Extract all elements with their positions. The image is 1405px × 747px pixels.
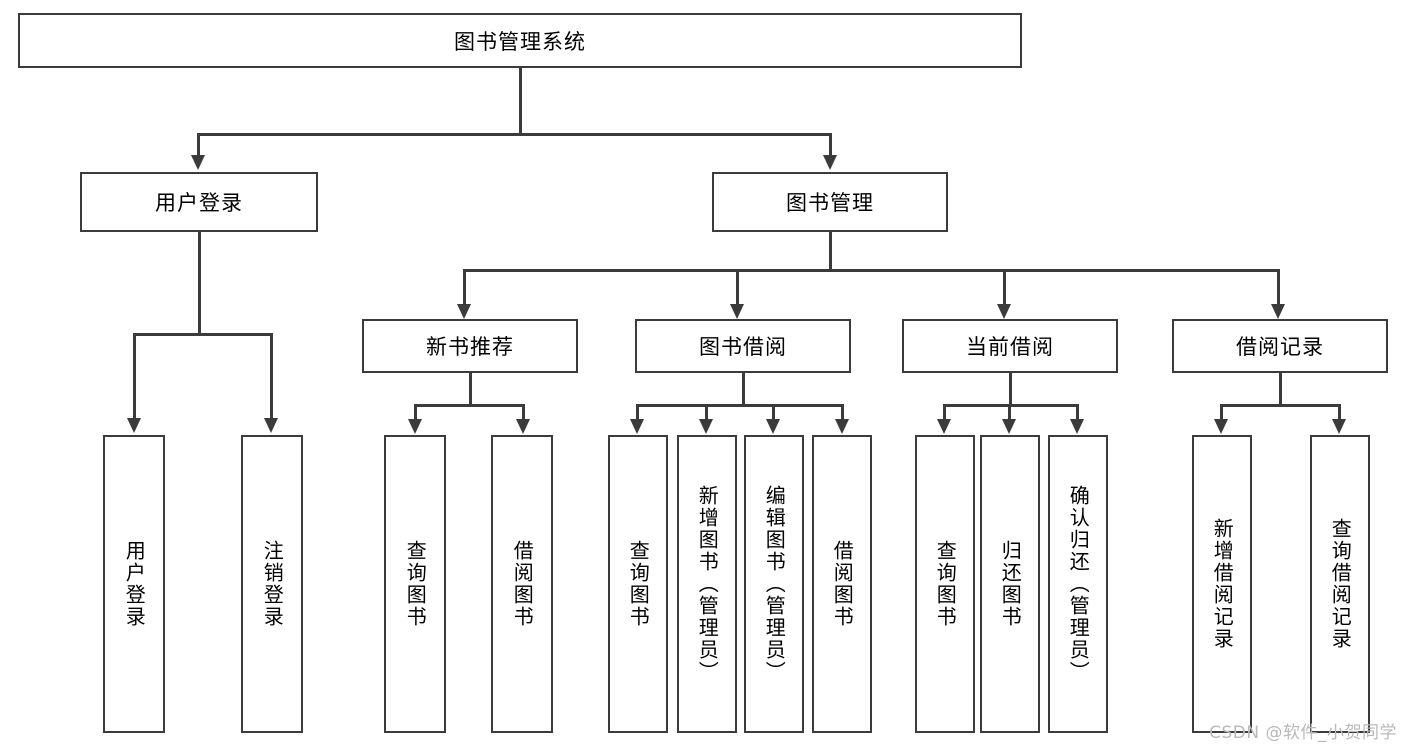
connector-root-to-bookmgmt (829, 133, 832, 157)
node-book-borrow[interactable]: 图书借阅 (635, 319, 851, 373)
node-label: 用户登录 (122, 540, 147, 628)
arrowhead-borrow-leaf3 (766, 419, 780, 434)
connector-root-bus (197, 133, 832, 136)
leaf-borrow-borrow-book[interactable]: 借阅图书 (812, 435, 872, 733)
node-new-book-recommend[interactable]: 新书推荐 (362, 319, 578, 373)
arrowhead-current-leaf2 (1002, 419, 1016, 434)
arrowhead-recommend-leaf2 (516, 419, 530, 434)
connector-userlogin-bus (133, 333, 272, 336)
node-label: 图书借阅 (699, 335, 787, 359)
leaf-current-confirm-return-admin[interactable]: 确认归还（管理员） (1048, 435, 1108, 733)
node-label: 新增借阅记录 (1210, 518, 1235, 650)
leaf-borrow-edit-book-admin[interactable]: 编辑图书（管理员） (744, 435, 804, 733)
leaf-user-login[interactable]: 用户登录 (103, 435, 165, 733)
connector-userlogin-to-leaf2 (270, 333, 273, 420)
arrowhead-root-to-userlogin (191, 155, 205, 170)
arrowhead-root-to-bookmgmt (823, 155, 837, 170)
connector-borrow-to-leaf3 (772, 404, 775, 421)
node-label: 查询图书 (933, 540, 958, 628)
node-label: 借阅图书 (830, 540, 855, 628)
connector-current-to-leaf2 (1008, 404, 1011, 421)
connector-root-stem (519, 68, 522, 134)
arrowhead-borrow-leaf4 (835, 419, 849, 434)
node-label: 借阅记录 (1236, 335, 1324, 359)
connector-record-stem (1279, 373, 1282, 406)
node-label: 注销登录 (260, 540, 285, 628)
arrowhead-bookmgmt-c2 (730, 304, 744, 319)
connector-current-stem (1009, 373, 1012, 406)
node-label: 图书管理 (786, 191, 874, 215)
connector-recommend-stem (469, 373, 472, 406)
connector-record-bus (1220, 404, 1340, 407)
arrowhead-current-leaf1 (937, 419, 951, 434)
connector-recommend-to-leaf2 (522, 404, 525, 421)
node-label: 归还图书 (998, 540, 1023, 628)
node-label: 查询借阅记录 (1328, 518, 1353, 650)
node-current-borrow[interactable]: 当前借阅 (902, 319, 1118, 373)
node-label: 新增图书（管理员） (695, 485, 720, 683)
arrowhead-bookmgmt-c1 (457, 304, 471, 319)
connector-bookmgmt-to-c4 (1277, 269, 1280, 306)
node-label: 用户登录 (155, 191, 243, 215)
arrowhead-record-leaf1 (1214, 419, 1228, 434)
arrowhead-record-leaf2 (1332, 419, 1346, 434)
arrowhead-current-leaf3 (1070, 419, 1084, 434)
watermark-text: CSDN @软件_小贺同学 (1209, 723, 1397, 743)
connector-bookmgmt-to-c3 (1003, 269, 1006, 306)
node-label: 编辑图书（管理员） (762, 485, 787, 683)
leaf-current-query-book[interactable]: 查询图书 (915, 435, 975, 733)
connector-current-bus (943, 404, 1078, 407)
connector-borrow-bus (636, 404, 843, 407)
connector-bookmgmt-stem (829, 232, 832, 271)
connector-borrow-to-leaf1 (636, 404, 639, 421)
arrowhead-borrow-leaf1 (630, 419, 644, 434)
connector-borrow-to-leaf2 (705, 404, 708, 421)
node-label: 查询图书 (626, 540, 651, 628)
leaf-recommend-borrow-book[interactable]: 借阅图书 (491, 435, 553, 733)
node-label: 新书推荐 (426, 335, 514, 359)
connector-bookmgmt-bus (463, 269, 1280, 272)
arrowhead-userlogin-leaf2 (264, 418, 278, 433)
arrowhead-borrow-leaf2 (699, 419, 713, 434)
arrowhead-userlogin-leaf1 (127, 418, 141, 433)
connector-current-to-leaf3 (1076, 404, 1079, 421)
node-borrow-record[interactable]: 借阅记录 (1172, 319, 1388, 373)
leaf-borrow-add-book-admin[interactable]: 新增图书（管理员） (677, 435, 737, 733)
leaf-record-query-record[interactable]: 查询借阅记录 (1310, 435, 1370, 733)
leaf-current-return-book[interactable]: 归还图书 (980, 435, 1040, 733)
leaf-record-add-record[interactable]: 新增借阅记录 (1192, 435, 1252, 733)
node-user-login[interactable]: 用户登录 (80, 172, 318, 232)
connector-borrow-stem (742, 373, 745, 406)
node-root-system[interactable]: 图书管理系统 (18, 13, 1022, 68)
arrowhead-recommend-leaf1 (408, 419, 422, 434)
leaf-logout[interactable]: 注销登录 (241, 435, 303, 733)
connector-userlogin-to-leaf1 (133, 333, 136, 420)
connector-borrow-to-leaf4 (841, 404, 844, 421)
arrowhead-bookmgmt-c3 (997, 304, 1011, 319)
leaf-borrow-query-book[interactable]: 查询图书 (608, 435, 668, 733)
connector-recommend-bus (414, 404, 524, 407)
connector-recommend-to-leaf1 (414, 404, 417, 421)
node-label: 图书管理系统 (454, 29, 586, 54)
connector-userlogin-stem (198, 232, 201, 334)
node-label: 确认归还（管理员） (1066, 485, 1091, 683)
leaf-recommend-query-book[interactable]: 查询图书 (384, 435, 446, 733)
node-label: 当前借阅 (966, 335, 1054, 359)
connector-root-to-userlogin (197, 133, 200, 157)
connector-bookmgmt-to-c1 (463, 269, 466, 306)
connector-bookmgmt-to-c2 (736, 269, 739, 306)
connector-current-to-leaf1 (943, 404, 946, 421)
node-book-management[interactable]: 图书管理 (712, 172, 948, 232)
node-label: 借阅图书 (510, 540, 535, 628)
connector-record-to-leaf2 (1338, 404, 1341, 421)
connector-record-to-leaf1 (1220, 404, 1223, 421)
arrowhead-bookmgmt-c4 (1271, 304, 1285, 319)
node-label: 查询图书 (403, 540, 428, 628)
